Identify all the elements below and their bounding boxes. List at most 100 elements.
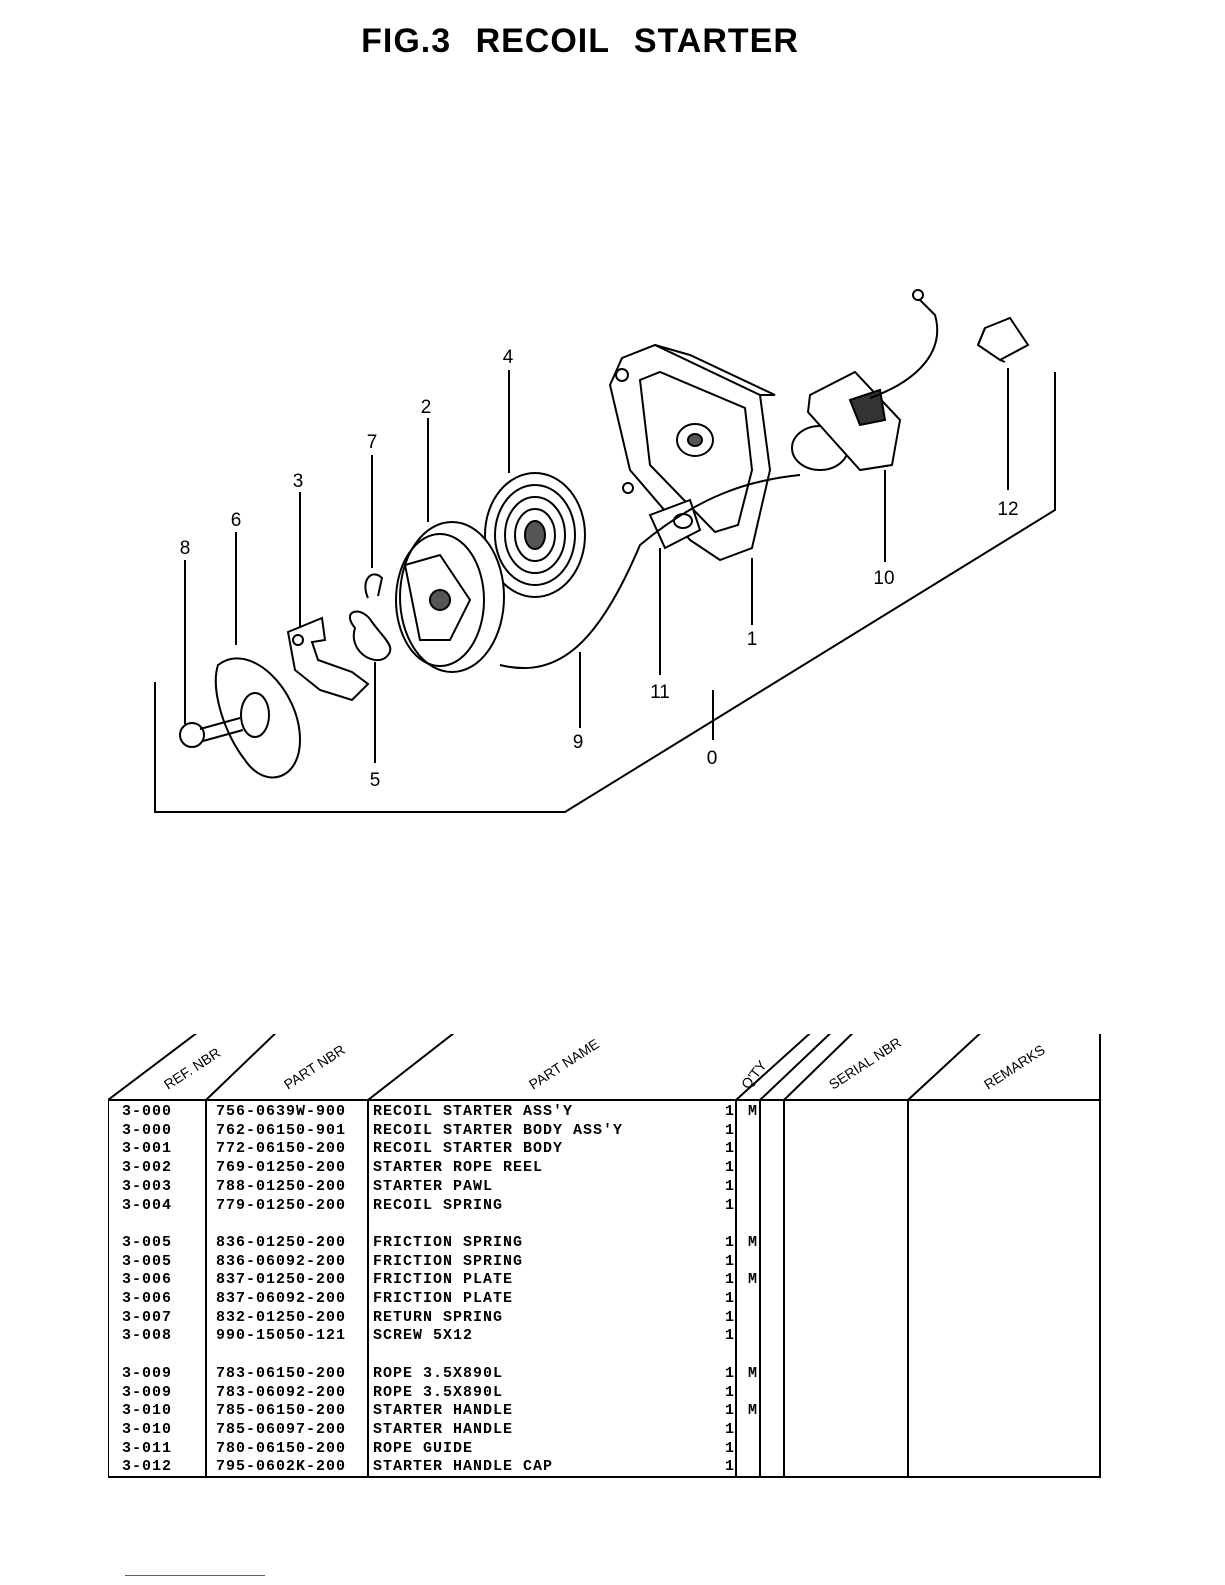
part-name-cell: SCREW 5X12 <box>373 1327 474 1345</box>
header-remarks: REMARKS <box>981 1041 1048 1092</box>
ref-cell: 3-000 <box>122 1121 173 1139</box>
callout-0: 0 <box>707 748 718 769</box>
part-name-cell: ROPE 3.5X890L <box>373 1364 504 1382</box>
page-title: FIG.3 RECOIL STARTER <box>361 22 799 60</box>
ref-cell: 3-007 <box>122 1308 173 1326</box>
ref-cell: 3-012 <box>122 1458 173 1476</box>
callout-11: 11 <box>650 682 670 703</box>
callout-3: 3 <box>293 471 304 492</box>
note-cell: M <box>748 1103 759 1120</box>
ref-cell: 3-004 <box>122 1196 173 1214</box>
table-row: 3-005 836-06092-200 FRICTION SPRING 1 <box>108 1252 1102 1271</box>
qty-cell: 1 <box>725 1140 736 1158</box>
part-nbr-cell: 783-06150-200 <box>216 1364 347 1382</box>
part-name-cell: FRICTION PLATE <box>373 1290 514 1307</box>
note-cell: M <box>748 1271 759 1289</box>
qty-cell: 1 <box>725 1252 736 1270</box>
part-name-cell: RECOIL STARTER BODY <box>373 1140 564 1158</box>
parts-table: REF. NBR PART NBR PART NAME Q'TY SERIAL … <box>108 1034 1102 1494</box>
part-name-cell: FRICTION PLATE <box>373 1271 514 1289</box>
ref-cell: 3-001 <box>122 1140 173 1158</box>
ref-cell: 3-008 <box>122 1327 173 1345</box>
qty-cell: 1 <box>725 1308 736 1326</box>
part-nbr-cell: 836-01250-200 <box>216 1233 347 1251</box>
callout-1: 1 <box>747 629 758 650</box>
qty-cell: 1 <box>725 1420 736 1438</box>
ref-cell: 3-009 <box>122 1364 173 1382</box>
exploded-parts-diagram: 0 1 2 3 4 5 6 7 8 9 10 11 12 <box>154 289 1056 813</box>
ref-cell: 3-005 <box>122 1233 173 1251</box>
part-name-cell: FRICTION SPRING <box>373 1252 524 1270</box>
callout-2: 2 <box>421 397 432 418</box>
starter-pawl-part <box>286 616 370 702</box>
part-name-cell: RECOIL STARTER ASS'Y <box>373 1103 574 1120</box>
header-serial-nbr: SERIAL NBR <box>826 1034 904 1092</box>
part-nbr-cell: 795-0602K-200 <box>216 1458 347 1476</box>
part-name-cell: ROPE 3.5X890L <box>373 1383 504 1401</box>
callout-6: 6 <box>231 510 242 531</box>
qty-cell: 1 <box>725 1196 736 1214</box>
part-nbr-cell: 788-01250-200 <box>216 1177 347 1195</box>
parts-table-grid: REF. NBR PART NBR PART NAME Q'TY SERIAL … <box>108 1034 1101 1478</box>
part-name-cell: STARTER HANDLE <box>373 1420 514 1438</box>
friction-plate-part <box>214 657 302 779</box>
header-part-nbr: PART NBR <box>281 1041 348 1092</box>
table-row: 3-001 772-06150-200 RECOIL STARTER BODY 1 <box>108 1139 1102 1158</box>
recoil-spring-part <box>484 472 586 598</box>
callout-12: 12 <box>997 499 1018 520</box>
ref-cell: 3-010 <box>122 1402 173 1420</box>
callout-10: 10 <box>873 568 894 589</box>
part-nbr-cell: 779-01250-200 <box>216 1196 347 1214</box>
qty-cell: 1 <box>725 1159 736 1177</box>
ref-cell: 3-005 <box>122 1252 173 1270</box>
header-ref-nbr: REF. NBR <box>161 1044 223 1092</box>
table-row: 3-004 779-01250-200 RECOIL SPRING 1 <box>108 1196 1102 1215</box>
part-nbr-cell: 785-06150-200 <box>216 1402 347 1420</box>
part-nbr-cell: 836-06092-200 <box>216 1252 347 1270</box>
starter-handle-cap-part <box>976 316 1030 363</box>
ref-cell: 3-011 <box>122 1439 173 1457</box>
ref-cell: 3-006 <box>122 1271 173 1289</box>
part-nbr-cell: 783-06092-200 <box>216 1383 347 1401</box>
part-name-cell: FRICTION SPRING <box>373 1233 524 1251</box>
header-part-name: PART NAME <box>526 1035 602 1092</box>
qty-cell: 1 <box>725 1103 736 1120</box>
note-cell: M <box>748 1402 759 1420</box>
note-cell: M <box>748 1364 759 1382</box>
part-name-cell: RETURN SPRING <box>373 1308 504 1326</box>
part-nbr-cell: 837-06092-200 <box>216 1290 347 1307</box>
ref-cell: 3-002 <box>122 1159 173 1177</box>
part-nbr-cell: 769-01250-200 <box>216 1159 347 1177</box>
part-nbr-cell: 762-06150-901 <box>216 1121 347 1139</box>
qty-cell: 1 <box>725 1364 736 1382</box>
callout-5: 5 <box>370 770 381 791</box>
part-nbr-cell: 772-06150-200 <box>216 1140 347 1158</box>
part-nbr-cell: 832-01250-200 <box>216 1308 347 1326</box>
screw-part <box>179 717 244 748</box>
qty-cell: 1 <box>725 1233 736 1251</box>
part-name-cell: ROPE GUIDE <box>373 1439 474 1457</box>
part-name-cell: STARTER HANDLE <box>373 1402 514 1420</box>
part-nbr-cell: 837-01250-200 <box>216 1271 347 1289</box>
callout-7: 7 <box>367 432 378 453</box>
ref-cell: 3-010 <box>122 1420 173 1438</box>
callout-9: 9 <box>573 732 584 753</box>
part-name-cell: STARTER HANDLE CAP <box>373 1458 554 1476</box>
qty-cell: 1 <box>725 1439 736 1457</box>
starter-rope-reel-part <box>395 521 505 673</box>
qty-cell: 1 <box>725 1177 736 1195</box>
part-name-cell: RECOIL SPRING <box>373 1196 504 1214</box>
callout-8: 8 <box>180 538 191 559</box>
starter-handle-part <box>791 370 902 472</box>
